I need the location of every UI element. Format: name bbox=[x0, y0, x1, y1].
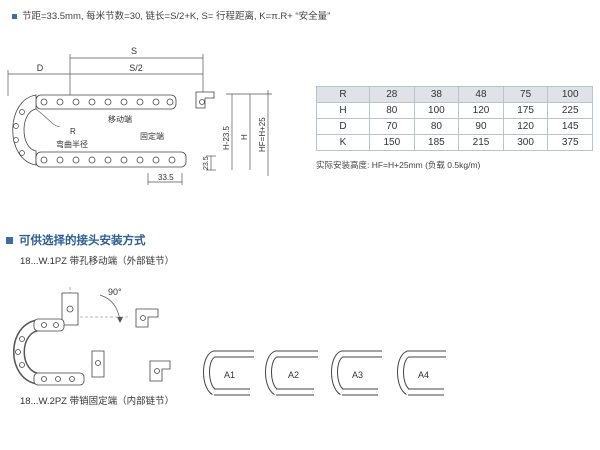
angle-label: 90° bbox=[108, 287, 122, 297]
label-R: R bbox=[70, 127, 76, 136]
variant-label: A3 bbox=[352, 370, 363, 380]
table-cell: 225 bbox=[547, 102, 593, 119]
mounting-variants: A1 A2 A3 A4 bbox=[203, 350, 446, 396]
chain-upper-run bbox=[35, 94, 177, 110]
table-cell: 80 bbox=[369, 102, 415, 119]
label-height: 23.5 bbox=[203, 156, 210, 170]
variant-a3: A3 bbox=[331, 350, 382, 396]
table-row: D 70 80 90 120 145 bbox=[316, 118, 593, 135]
label-moving-end: 移动端 bbox=[108, 114, 132, 124]
row-label: R bbox=[316, 86, 370, 103]
table-cell: 100 bbox=[547, 86, 593, 103]
table-cell: 300 bbox=[502, 134, 549, 151]
variant-a1: A1 bbox=[203, 350, 254, 396]
table-row: H 80 100 120 175 225 bbox=[316, 102, 593, 119]
table-cell: 90 bbox=[458, 118, 504, 135]
label-fixed-end: 固定端 bbox=[140, 131, 164, 141]
label-H: H bbox=[240, 134, 249, 140]
chain-dimension-diagram: S D S/2 移动端 R 弯曲半径 固定端 H-23.5 H HF=H+25 … bbox=[7, 46, 272, 185]
chain-links bbox=[15, 318, 171, 386]
table-cell: 150 bbox=[369, 134, 415, 151]
table-cell: 375 bbox=[547, 134, 593, 151]
label-pitch: 33.5 bbox=[158, 173, 174, 182]
section-title: 可供选择的接头安装方式 bbox=[6, 232, 146, 248]
table-cell: 28 bbox=[369, 86, 415, 103]
spec-text: 节距=33.5mm, 每米节数=30, 链长=S/2+K, S= 行程距离, K… bbox=[22, 11, 331, 22]
dimension-table: R 28 38 48 75 100 H 80 100 120 175 225 D… bbox=[316, 86, 593, 151]
table-cell: 80 bbox=[413, 118, 460, 135]
table-cell: 175 bbox=[502, 102, 549, 119]
bullet-square-icon bbox=[12, 13, 17, 19]
variant-label: A1 bbox=[224, 370, 235, 380]
option2-caption: 18...W.2PZ 带销固定端（内部链节） bbox=[20, 396, 175, 407]
variant-label: A2 bbox=[288, 370, 299, 380]
table-cell: 75 bbox=[502, 86, 549, 103]
bend-pins bbox=[13, 109, 25, 156]
table-cell: 48 bbox=[458, 86, 504, 103]
bullet-square-icon bbox=[6, 237, 13, 245]
table-cell: 70 bbox=[369, 118, 415, 135]
label-S: S bbox=[131, 46, 137, 56]
spec-line: 节距=33.5mm, 每米节数=30, 链长=S/2+K, S= 行程距离, K… bbox=[12, 8, 330, 22]
table-cell: 120 bbox=[502, 118, 549, 135]
row-label: D bbox=[316, 118, 370, 135]
table-cell: 215 bbox=[458, 134, 504, 151]
variant-label: A4 bbox=[418, 370, 429, 380]
table-cell: 38 bbox=[413, 86, 460, 103]
variant-a2: A2 bbox=[265, 350, 318, 396]
label-S2: S/2 bbox=[129, 63, 143, 73]
label-H-23-5: H-23.5 bbox=[222, 125, 231, 150]
chain-lower-run bbox=[35, 151, 187, 168]
arrow-head-icon bbox=[117, 317, 123, 323]
section-title-text: 可供选择的接头安装方式 bbox=[19, 235, 146, 247]
variant-a4: A4 bbox=[397, 350, 446, 396]
moving-end-bracket bbox=[195, 91, 215, 109]
chain-bend bbox=[12, 94, 37, 166]
table-cell: 100 bbox=[413, 102, 460, 119]
table-row: K 150 185 215 300 375 bbox=[316, 134, 593, 151]
row-label: K bbox=[316, 134, 370, 151]
install-height-note: 实际安装高度: HF=H+25mm (负载 0.5kg/m) bbox=[316, 160, 481, 170]
table-row: R 28 38 48 75 100 bbox=[316, 86, 593, 103]
table-cell: 120 bbox=[458, 102, 504, 119]
dimension-lines bbox=[7, 54, 272, 185]
label-D: D bbox=[37, 63, 44, 73]
radius-leader bbox=[35, 108, 61, 127]
label-bend-radius: 弯曲半径 bbox=[56, 139, 88, 149]
table-cell: 145 bbox=[547, 118, 593, 135]
mounting-option-diagram: 90° bbox=[13, 287, 171, 386]
row-label: H bbox=[316, 102, 370, 119]
label-HF: HF=H+25 bbox=[258, 117, 267, 152]
moving-end-part bbox=[61, 292, 159, 328]
option1-caption: 18...W.1PZ 带孔移动端（外部链节） bbox=[20, 256, 175, 267]
table-cell: 185 bbox=[413, 134, 460, 151]
